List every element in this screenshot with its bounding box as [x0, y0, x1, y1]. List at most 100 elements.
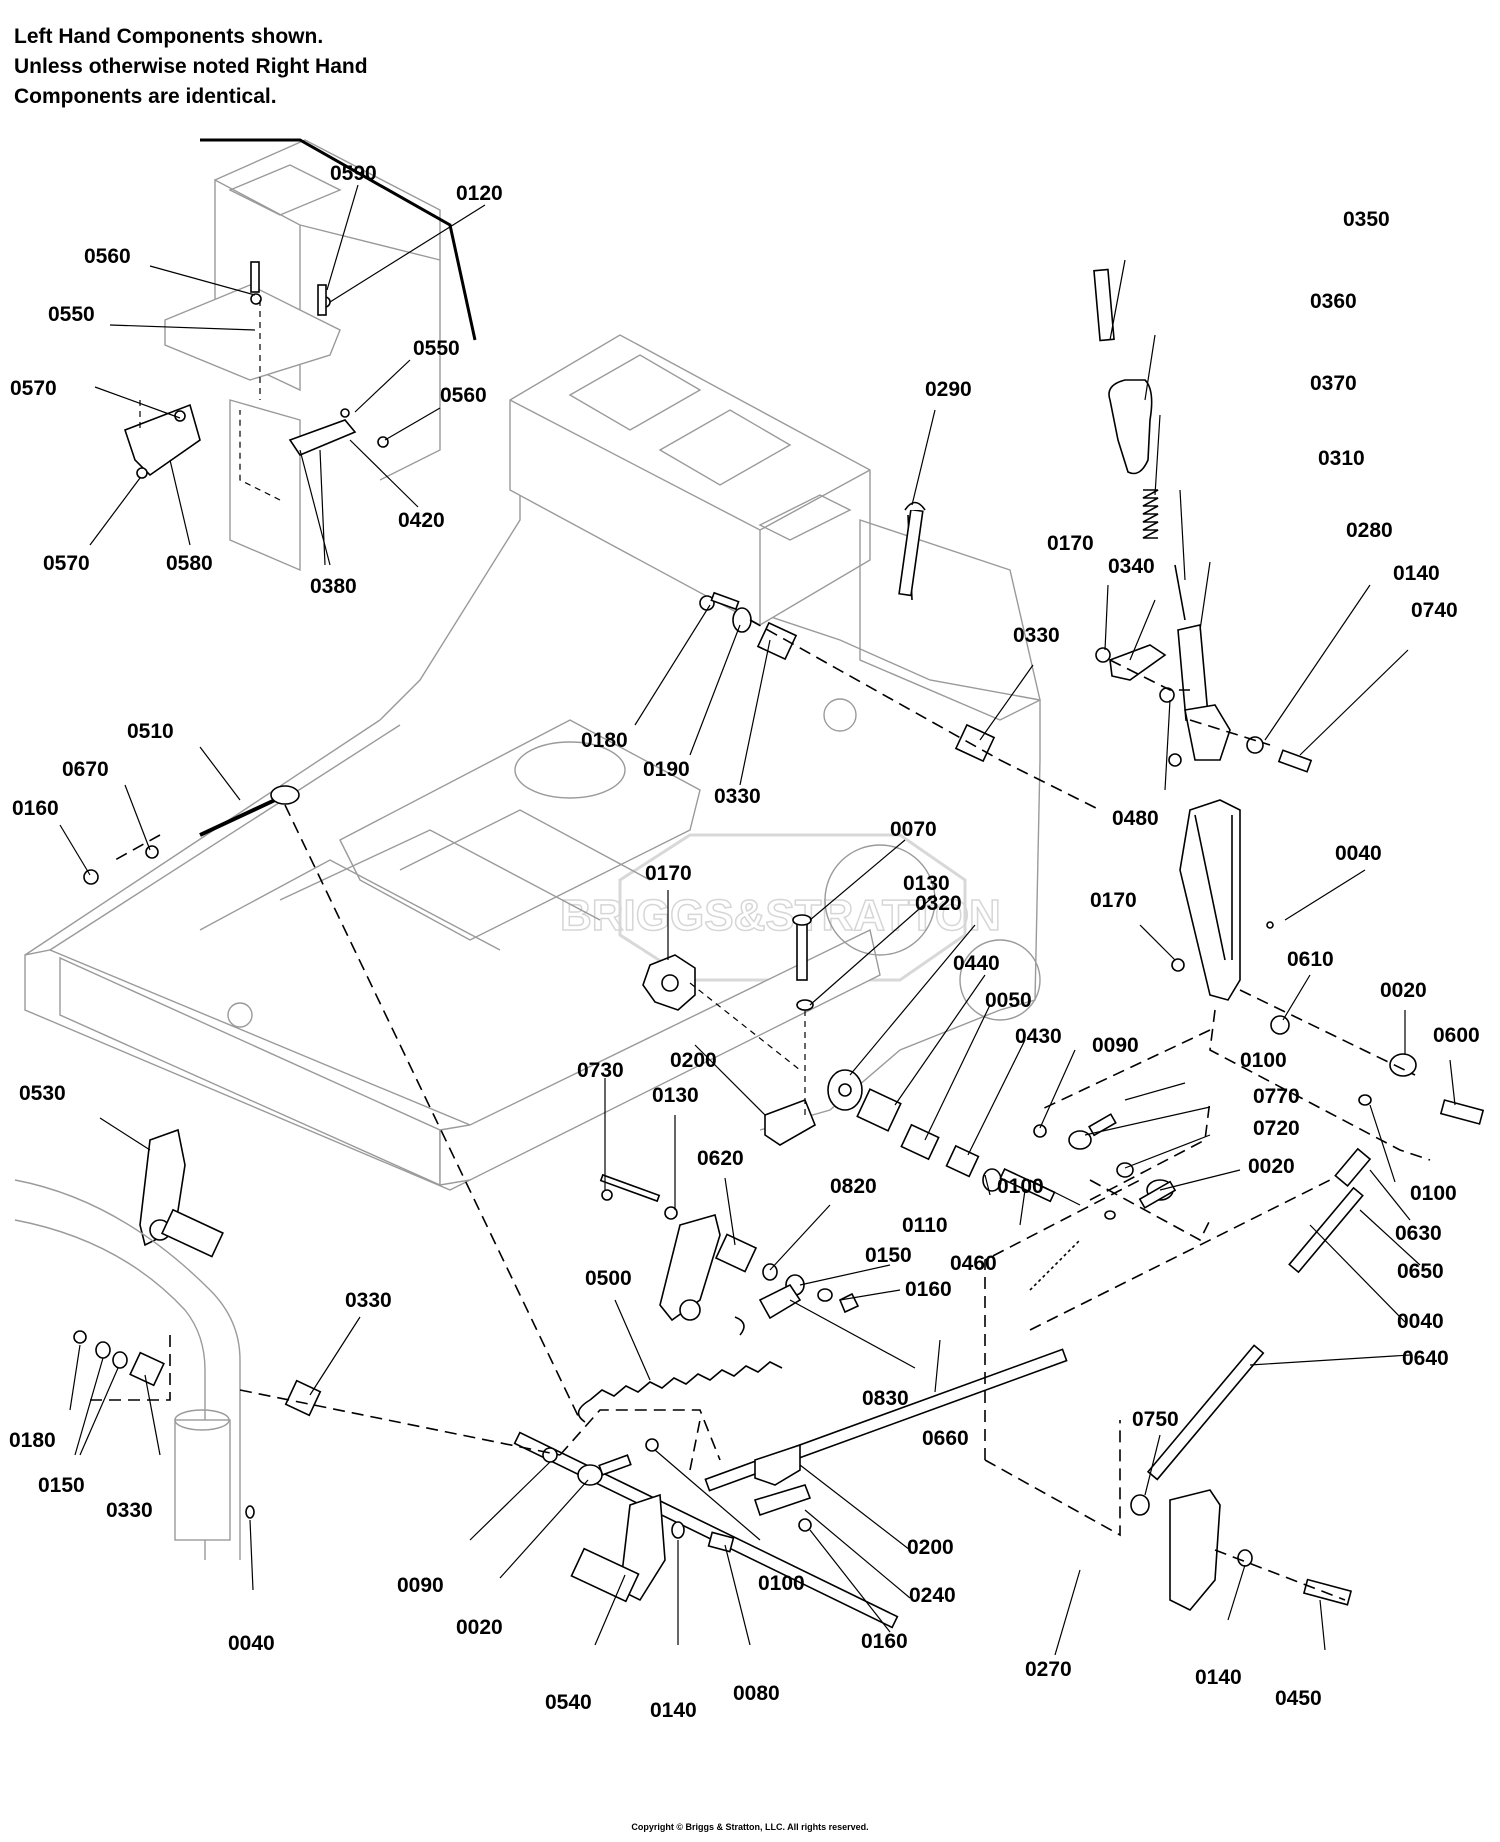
- callout-0330: 0330: [1013, 624, 1060, 647]
- callout-0080: 0080: [733, 1682, 780, 1705]
- callout-0560: 0560: [440, 384, 487, 407]
- callout-0540: 0540: [545, 1691, 592, 1714]
- callout-0180: 0180: [581, 729, 628, 752]
- callout-0100: 0100: [758, 1572, 805, 1595]
- callout-0820: 0820: [830, 1175, 877, 1198]
- callout-0020: 0020: [1248, 1155, 1295, 1178]
- callout-0570: 0570: [10, 377, 57, 400]
- callout-0830: 0830: [862, 1387, 909, 1410]
- callout-0070: 0070: [890, 818, 937, 841]
- note-line-1: Left Hand Components shown.: [14, 25, 324, 48]
- callout-0090: 0090: [397, 1574, 444, 1597]
- callout-0020: 0020: [1380, 979, 1427, 1002]
- callout-0510: 0510: [127, 720, 174, 743]
- callout-0020: 0020: [456, 1616, 503, 1639]
- callout-0330: 0330: [714, 785, 761, 808]
- callout-0290: 0290: [925, 378, 972, 401]
- assembly-lines: [114, 619, 1416, 1076]
- callout-0740: 0740: [1411, 599, 1458, 622]
- left-deck-arm: [14, 1128, 561, 1560]
- callout-0130: 0130: [903, 872, 950, 895]
- callout-0170: 0170: [645, 862, 692, 885]
- leader-lines: [59, 184, 1456, 1656]
- center-hardware: [642, 914, 817, 1146]
- callout-0600: 0600: [1433, 1024, 1480, 1047]
- callout-0040: 0040: [1335, 842, 1382, 865]
- callout-0330: 0330: [345, 1289, 392, 1312]
- callout-0730: 0730: [577, 1059, 624, 1082]
- callout-0200: 0200: [670, 1049, 717, 1072]
- watermark-text: BRIGGS&STRATTON: [560, 891, 1001, 940]
- chassis-frame: [24, 334, 1041, 1191]
- callout-0530: 0530: [19, 1082, 66, 1105]
- callout-0450: 0450: [1275, 1687, 1322, 1710]
- callout-0100: 0100: [997, 1175, 1044, 1198]
- lower-rod-end-stack: [542, 1409, 812, 1603]
- console-inset: [123, 138, 477, 572]
- callout-0100: 0100: [1240, 1049, 1287, 1072]
- callout-0150: 0150: [865, 1244, 912, 1267]
- callout-0040: 0040: [228, 1632, 275, 1655]
- callout-0100: 0100: [1410, 1182, 1457, 1205]
- callout-0670: 0670: [62, 758, 109, 781]
- callout-0140: 0140: [650, 1699, 697, 1722]
- callout-0770: 0770: [1253, 1085, 1300, 1108]
- callout-0560: 0560: [84, 245, 131, 268]
- callout-0140: 0140: [1393, 562, 1440, 585]
- callout-0330: 0330: [106, 1499, 153, 1522]
- copyright-notice: Copyright © Briggs & Stratton, LLC. All …: [631, 1822, 869, 1832]
- bushing-stack-lower: [827, 1069, 1056, 1203]
- callout-0610: 0610: [1287, 948, 1334, 971]
- callout-0120: 0120: [456, 182, 503, 205]
- callout-0660: 0660: [922, 1427, 969, 1450]
- callout-0040: 0040: [1397, 1310, 1444, 1333]
- callout-0170: 0170: [1090, 889, 1137, 912]
- callout-0590: 0590: [330, 162, 377, 185]
- callout-0130: 0130: [652, 1084, 699, 1107]
- callout-0750: 0750: [1132, 1408, 1179, 1431]
- callout-0420: 0420: [398, 509, 445, 532]
- callout-0570: 0570: [43, 552, 90, 575]
- callout-0480: 0480: [1112, 807, 1159, 830]
- note-line-2: Unless otherwise noted Right Hand: [14, 55, 368, 78]
- callout-labels: 0590 0120 0560 0550 0570 0550 0560 0420 …: [9, 162, 1480, 1722]
- callout-0380: 0380: [310, 575, 357, 598]
- callout-0160: 0160: [861, 1630, 908, 1653]
- callout-0580: 0580: [166, 552, 213, 575]
- callout-0650: 0650: [1397, 1260, 1444, 1283]
- callout-0200: 0200: [907, 1536, 954, 1559]
- callout-0440: 0440: [953, 952, 1000, 975]
- lift-lever-assembly: [513, 1173, 1353, 1629]
- callout-0140: 0140: [1195, 1666, 1242, 1689]
- callout-0050: 0050: [985, 989, 1032, 1012]
- callout-0640: 0640: [1402, 1347, 1449, 1370]
- callout-0430: 0430: [1015, 1025, 1062, 1048]
- callout-0090: 0090: [1092, 1034, 1139, 1057]
- callout-0110: 0110: [902, 1214, 948, 1237]
- linkage-rods: [704, 1009, 1485, 1537]
- callout-0180: 0180: [9, 1429, 56, 1452]
- callout-0270: 0270: [1025, 1658, 1072, 1681]
- callout-0150: 0150: [38, 1474, 85, 1497]
- callout-0340: 0340: [1108, 555, 1155, 578]
- callout-0460: 0460: [950, 1252, 997, 1275]
- callout-0550: 0550: [413, 337, 460, 360]
- callout-0720: 0720: [1253, 1117, 1300, 1140]
- callout-0320: 0320: [915, 892, 962, 915]
- callout-0500: 0500: [585, 1267, 632, 1290]
- note-line-3: Components are identical.: [14, 85, 277, 108]
- callout-0170: 0170: [1047, 532, 1094, 555]
- callout-0160: 0160: [905, 1278, 952, 1301]
- callout-0370: 0370: [1310, 372, 1357, 395]
- control-lever-assembly: [1093, 268, 1313, 1035]
- callout-0620: 0620: [697, 1147, 744, 1170]
- callout-0240: 0240: [909, 1584, 956, 1607]
- callout-0280: 0280: [1346, 519, 1393, 542]
- callout-0350: 0350: [1343, 208, 1390, 231]
- callout-0310: 0310: [1318, 447, 1365, 470]
- diagram-note: Left Hand Components shown. Unless other…: [14, 22, 474, 112]
- callout-0190: 0190: [643, 758, 690, 781]
- callout-0630: 0630: [1395, 1222, 1442, 1245]
- callout-0160: 0160: [12, 797, 59, 820]
